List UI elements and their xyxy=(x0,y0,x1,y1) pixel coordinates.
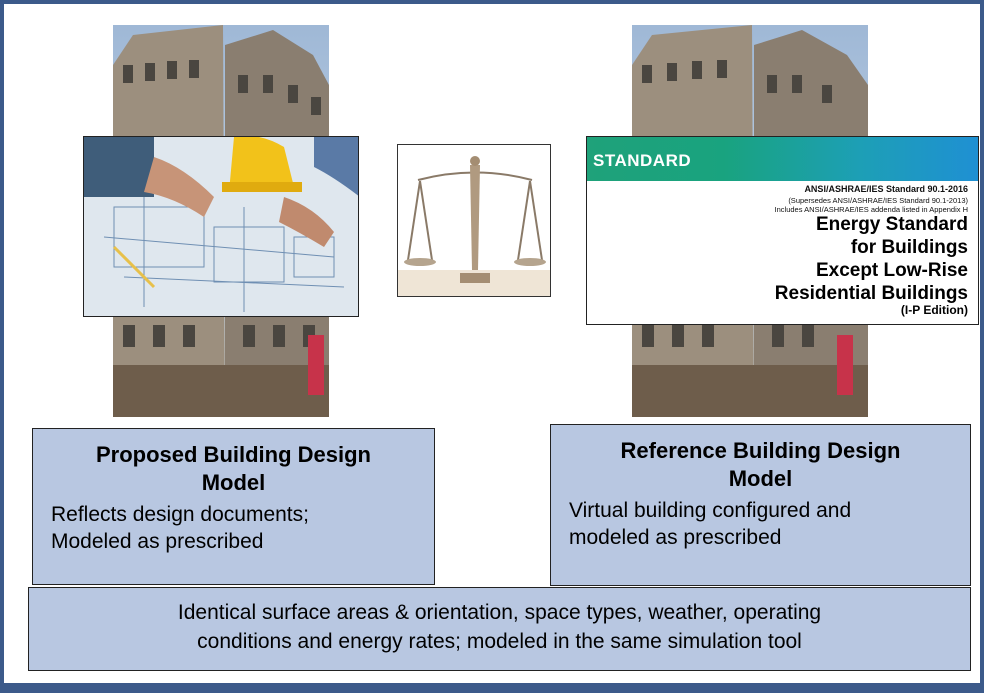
balance-scale-image xyxy=(397,144,551,297)
proposed-desc-line2: Modeled as prescribed xyxy=(51,530,264,553)
reference-desc-line2: modeled as prescribed xyxy=(569,526,782,549)
standard-label: STANDARD xyxy=(593,151,692,170)
proposed-building-box: Proposed Building Design Model Reflects … xyxy=(32,428,435,585)
blueprint-photo xyxy=(83,136,359,317)
reference-title-line2: Model xyxy=(728,466,793,491)
proposed-title-line1: Proposed Building Design xyxy=(95,442,371,467)
ashrae-standard-document: STANDARD ANSI/ASHRAE/IES Standard 90.1-2… xyxy=(586,136,979,325)
proposed-title-line2: Model xyxy=(201,470,266,495)
proposed-description: Reflects design documents; Modeled as pr… xyxy=(51,501,309,555)
reference-title-line1: Reference Building Design xyxy=(620,438,901,463)
standard-title-line2: for Buildings xyxy=(850,237,968,258)
addenda-note: Includes ANSI/ASHRAE/IES addenda listed … xyxy=(774,205,968,214)
reference-title: Reference Building Design Model xyxy=(551,437,970,493)
standard-title-line1: Energy Standard xyxy=(815,214,968,235)
reference-description: Virtual building configured and modeled … xyxy=(569,497,851,551)
proposed-title: Proposed Building Design Model xyxy=(33,441,434,497)
reference-desc-line1: Virtual building configured and xyxy=(569,499,852,522)
supersedes-note: (Supersedes ANSI/ASHRAE/IES Standard 90.… xyxy=(788,196,968,205)
standard-title-line3: Except Low-Rise xyxy=(815,260,968,281)
standard-id: ANSI/ASHRAE/IES Standard 90.1-2016 xyxy=(804,184,968,194)
reference-building-box: Reference Building Design Model Virtual … xyxy=(550,424,971,586)
shared-conditions-text: Identical surface areas & orientation, s… xyxy=(49,598,950,656)
shared-conditions-line1: Identical surface areas & orientation, s… xyxy=(177,601,822,624)
shared-conditions-line2: conditions and energy rates; modeled in … xyxy=(197,630,802,653)
shared-conditions-box: Identical surface areas & orientation, s… xyxy=(28,587,971,671)
standard-title-line4: Residential Buildings xyxy=(774,283,968,304)
standard-edition: (I-P Edition) xyxy=(900,303,968,317)
standard-title: Energy Standard for Buildings Except Low… xyxy=(775,213,968,305)
standard-header-band xyxy=(587,137,978,181)
proposed-desc-line1: Reflects design documents; xyxy=(51,503,309,526)
